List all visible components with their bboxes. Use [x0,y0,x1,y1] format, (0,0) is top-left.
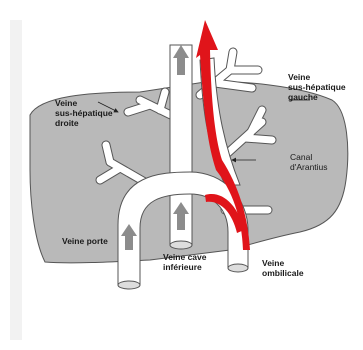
label-canal-d-arantius: Canal d'Arantius [290,152,328,172]
umbilical-vein-end [228,264,248,272]
label-veine-sus-hepatique-droite: Veine sus-hépatique droite [55,98,113,128]
left-margin-band [10,20,22,340]
label-veine-porte: Veine porte [62,236,108,246]
label-veine-cave-inferieure: Veine cave inférieure [163,252,206,272]
portal-vein-end [118,281,140,289]
label-veine-sus-hepatique-gauche: Veine sus-hépatique gauche [288,72,346,102]
label-veine-ombilicale: Veine ombilicale [262,258,304,278]
